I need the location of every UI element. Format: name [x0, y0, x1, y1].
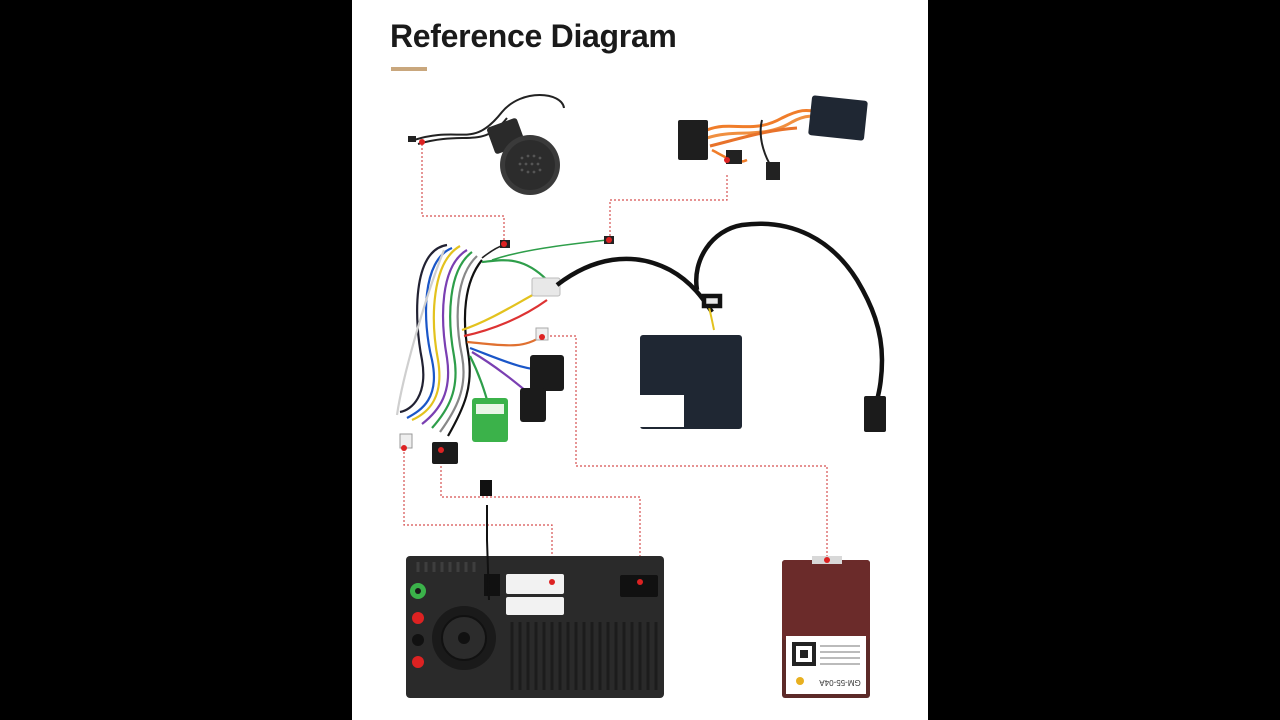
harness-connectors — [399, 236, 614, 464]
orange-cable-icon — [678, 95, 868, 180]
canbus-code-label: GM-55-04A — [819, 678, 861, 687]
decoder-box-icon — [640, 335, 742, 429]
page: Reference Diagram — [352, 0, 928, 720]
connector-line — [421, 140, 505, 242]
decoder-cables — [555, 221, 885, 413]
head-unit-icon — [406, 480, 664, 698]
canbus-module-icon: GM-55-04A — [782, 556, 870, 698]
connector-line — [542, 335, 828, 558]
connector-line — [440, 454, 641, 558]
page-title: Reference Diagram — [390, 18, 677, 54]
connector-lines — [403, 140, 828, 560]
connector-line — [403, 448, 553, 560]
wiring-diagram: GM-55-04A — [395, 94, 886, 698]
speaker-icon — [408, 94, 565, 195]
connector-line — [609, 175, 728, 240]
title-underline — [391, 67, 427, 71]
decoder-plug — [864, 396, 886, 432]
